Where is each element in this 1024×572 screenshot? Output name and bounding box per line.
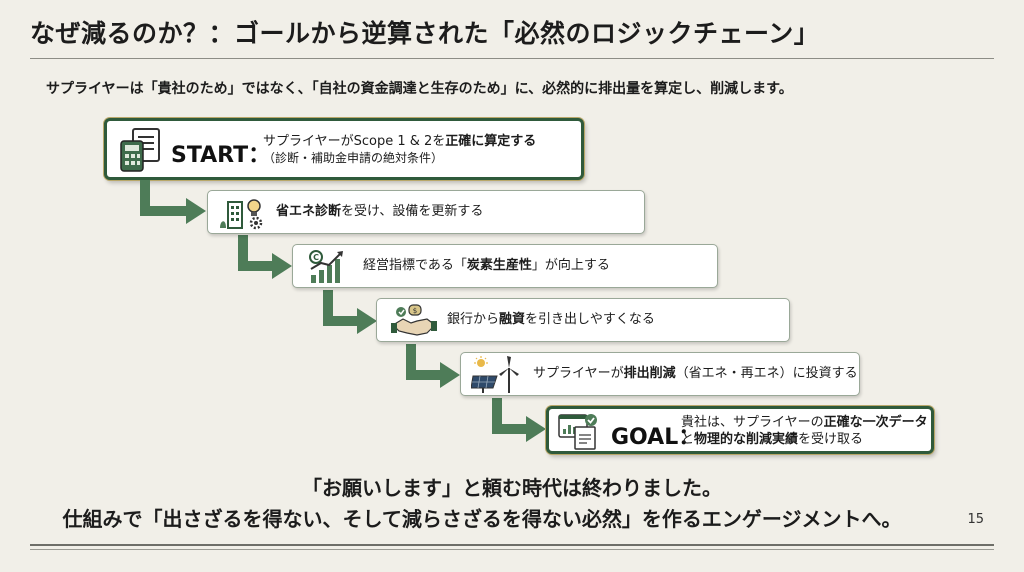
svg-text:C: C xyxy=(313,253,319,262)
step-emission-investment-text: サプライヤーが排出削減（省エネ・再エネ）に投資する xyxy=(533,366,858,381)
title-divider xyxy=(30,58,994,59)
page-number: 15 xyxy=(967,512,984,527)
start-label: START： xyxy=(171,143,271,168)
page-title: なぜ減るのか？：ゴールから逆算された「必然のロジックチェーン」 xyxy=(30,19,820,48)
solar-wind-icon xyxy=(471,356,519,393)
start-step: START： サプライヤーがScope 1 & 2を正確に算定する （診断・補助… xyxy=(104,118,584,180)
start-text: サプライヤーがScope 1 & 2を正確に算定する （診断・補助金申請の絶対条… xyxy=(263,134,537,165)
step-bank-financing-text: 銀行から融資を引き出しやすくなる xyxy=(447,312,655,327)
bottom-divider xyxy=(30,544,994,546)
step-carbon-productivity-text: 経営指標である「炭素生産性」が向上する xyxy=(363,258,610,273)
flow-arrow-3 xyxy=(323,290,377,334)
closing-line-2: 仕組みで「出さざるを得ない、そして減らさざるを得ない必然」を作るエンゲージメント… xyxy=(62,507,902,531)
step-bank-financing: $ 銀行から融資を引き出しやすくなる xyxy=(376,298,790,342)
handshake-money-icon: $ xyxy=(391,304,437,336)
step-energy-audit-text: 省エネ診断を受け、設備を更新する xyxy=(276,204,484,219)
flow-arrow-1 xyxy=(140,180,206,224)
page-subtitle: サプライヤーは「貴社のため」ではなく、「自社の資金調達と生存のため」に、必然的に… xyxy=(46,81,793,97)
growth-chart-icon: C xyxy=(309,250,343,283)
report-check-icon xyxy=(558,414,597,450)
calculator-document-icon xyxy=(120,128,160,172)
goal-label: GOAL： xyxy=(611,425,701,450)
step-carbon-productivity: C 経営指標である「炭素生産性」が向上する xyxy=(292,244,718,288)
building-bulb-icon xyxy=(220,199,263,230)
step-energy-audit: 省エネ診断を受け、設備を更新する xyxy=(207,190,645,234)
flow-arrow-4 xyxy=(406,344,460,388)
goal-text: 貴社は、サプライヤーの正確な一次データ と物理的な削減実績を受け取る xyxy=(681,415,928,447)
flow-arrow-5 xyxy=(492,398,546,442)
svg-text:$: $ xyxy=(413,307,417,315)
closing-line-1: 「お願いします」と頼む時代は終わりました。 xyxy=(302,476,722,500)
flow-arrow-2 xyxy=(238,235,292,279)
bottom-divider-thin xyxy=(30,549,994,550)
step-emission-investment: サプライヤーが排出削減（省エネ・再エネ）に投資する xyxy=(460,352,860,396)
goal-step: GOAL： 貴社は、サプライヤーの正確な一次データ と物理的な削減実績を受け取る xyxy=(546,406,934,454)
